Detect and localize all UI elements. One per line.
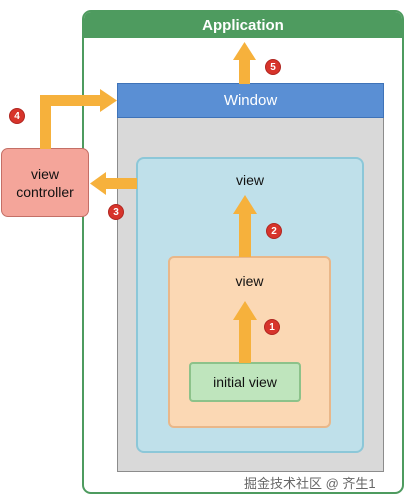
- view-controller-label-line1: view: [30, 165, 59, 182]
- step-5-badge: 5: [265, 59, 281, 75]
- arrow-4-horizontal: [40, 95, 102, 106]
- arrow-1-shaft: [239, 318, 251, 363]
- initial-view-box: initial view: [189, 362, 301, 402]
- initial-view-label: initial view: [213, 374, 277, 390]
- arrow-2-shaft: [239, 212, 251, 257]
- arrow-5-head: [233, 42, 256, 60]
- arrow-5-shaft: [239, 58, 250, 84]
- arrow-3-shaft: [104, 178, 137, 189]
- arrow-3-head: [90, 172, 106, 195]
- step-3-badge: 3: [108, 204, 124, 220]
- view-controller-box: view controller: [1, 148, 89, 217]
- middle-view-label: view: [235, 273, 264, 289]
- step-2-badge: 2: [266, 223, 282, 239]
- watermark: 掘金技术社区 @ 齐生1: [244, 476, 376, 491]
- outer-view-label: view: [235, 172, 264, 188]
- view-controller-label-line2: controller: [16, 183, 74, 200]
- arrow-2-head: [233, 195, 257, 214]
- arrow-4-head: [100, 89, 117, 112]
- step-4-badge: 4: [9, 108, 25, 124]
- arrow-1-head: [233, 301, 257, 320]
- step-1-badge: 1: [264, 319, 280, 335]
- window-title: Window: [117, 83, 384, 118]
- application-title: Application: [84, 12, 402, 38]
- arrow-4-vertical: [40, 95, 51, 149]
